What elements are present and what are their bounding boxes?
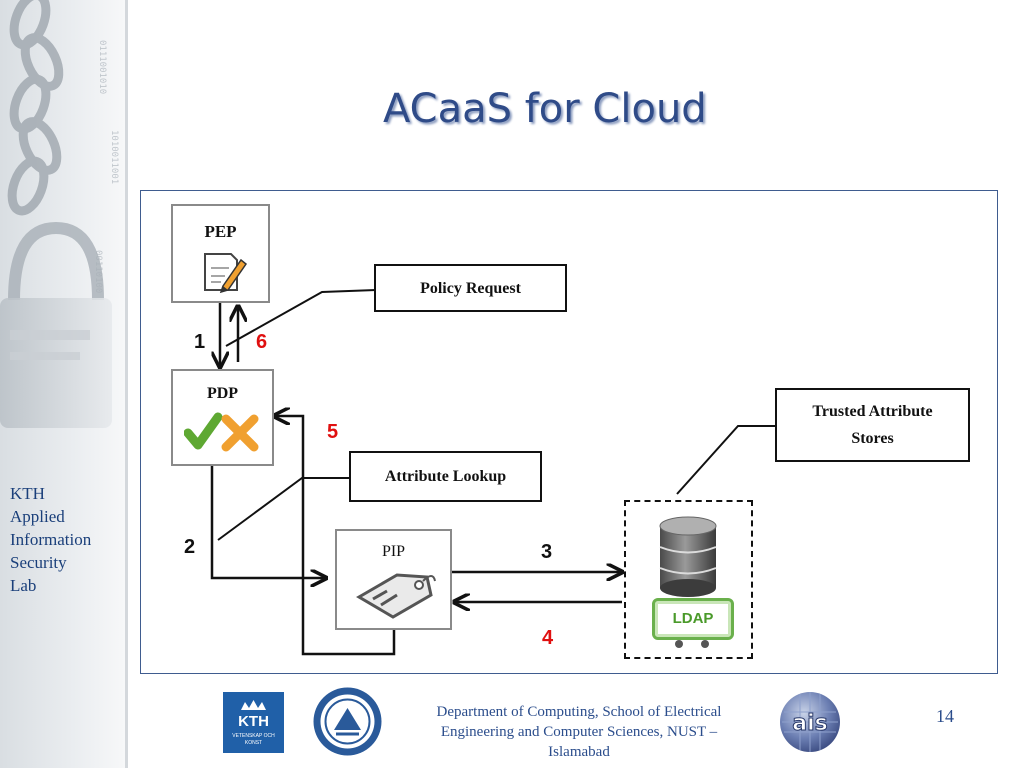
svg-text:0111001010: 0111001010 <box>97 40 107 94</box>
kth-logo-subtext: VETENSKAP OCH KONST <box>232 733 275 746</box>
chain-padlock-background-image: 0111001010 1010011001 00110100 <box>0 0 119 428</box>
pdp-node: PDP <box>171 369 274 466</box>
org-line: Information <box>10 530 92 549</box>
ldap-connector-dot <box>675 640 683 648</box>
slide-title: ACaaS for Cloud <box>383 86 707 132</box>
pdp-label: PDP <box>206 385 239 402</box>
document-pencil-icon <box>204 253 248 294</box>
step-4-label: 4 <box>542 627 554 649</box>
step-1-label: 1 <box>194 331 206 353</box>
database-icon <box>659 516 717 597</box>
step-6-label: 6 <box>256 331 268 353</box>
org-line: KTH <box>10 484 45 503</box>
pep-label: PEP <box>204 222 237 241</box>
trusted-attribute-stores-callout: Trusted Attribute Stores <box>775 388 970 462</box>
pip-label: PIP <box>381 543 406 560</box>
org-line: Security <box>10 553 67 572</box>
step-3-label: 3 <box>541 541 553 563</box>
policy-request-callout: Policy Request <box>374 264 567 312</box>
ais-logo: ais <box>778 690 842 754</box>
org-line: Applied <box>10 507 65 526</box>
page-number: 14 <box>936 706 954 726</box>
pip-node: PIP <box>335 529 452 630</box>
ldap-store-box: LDAP <box>624 500 753 659</box>
trusted-stores-line1: Trusted Attribute <box>812 403 933 420</box>
ais-globe-icon: ais <box>780 692 840 752</box>
price-tag-icon <box>356 573 436 619</box>
footer-line2: Engineering and Computer Sciences, NUST … <box>440 724 718 740</box>
check-cross-icon <box>184 412 259 452</box>
step-2-label: 2 <box>184 536 196 558</box>
nust-seal-icon <box>313 687 382 756</box>
kth-logo-text: KTH <box>238 713 269 730</box>
ldap-label: LDAP <box>672 610 714 627</box>
footer-department: Department of Computing, School of Elect… <box>404 702 754 762</box>
nust-seal-logo <box>312 686 383 757</box>
trusted-stores-line2: Stores <box>851 430 894 447</box>
kth-logo: KTH VETENSKAP OCH KONST <box>223 692 284 753</box>
ldap-connector-dot <box>701 640 709 648</box>
attribute-lookup-callout: Attribute Lookup <box>349 451 542 502</box>
pep-node: PEP <box>171 204 270 303</box>
kth-crown-icon <box>241 700 266 710</box>
footer-line3: Islamabad <box>548 744 610 760</box>
ais-logo-text: ais <box>792 711 827 736</box>
ldap-badge: LDAP <box>652 598 734 640</box>
left-decorative-strip: 0111001010 1010011001 00110100 KTH Appli… <box>0 0 128 768</box>
footer-line1: Department of Computing, School of Elect… <box>436 704 722 720</box>
step-5-label: 5 <box>327 421 339 443</box>
svg-text:1010011001: 1010011001 <box>109 130 119 184</box>
organization-name: KTH Applied Information Security Lab <box>10 482 122 597</box>
org-line: Lab <box>10 576 37 595</box>
